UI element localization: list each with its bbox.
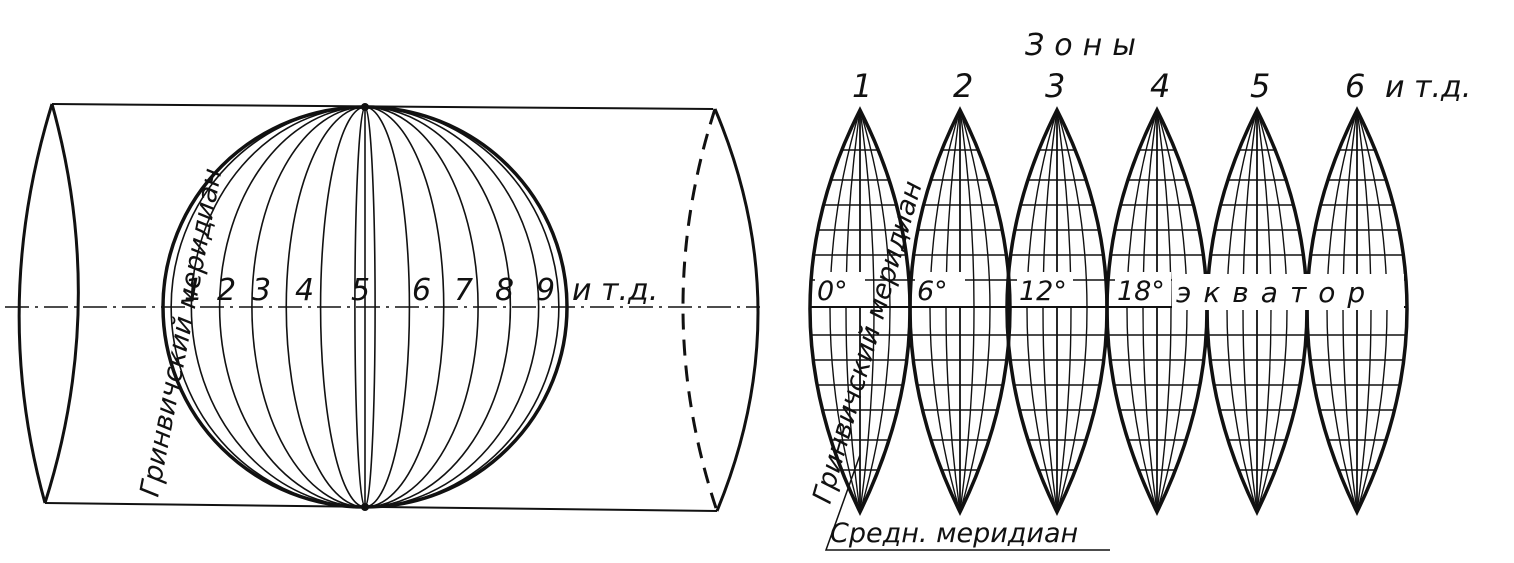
meridian-number: 4 [295,273,314,308]
globe-meridian-line [170,106,366,508]
cylinder-figure: 1 2 3 4 5 6 7 8 9 и т.д. Гринвичский мер… [5,103,760,512]
zones-etc-label: и т.д. [1385,70,1471,105]
zone-meridian-line [1156,110,1172,512]
zone-meridian-line [1056,110,1088,512]
zone-outline [1205,106,1309,516]
cylinder-right-end-hidden [681,108,719,512]
zone-meridian-line [1142,110,1158,512]
zone-meridian-line [1126,110,1158,512]
globe-meridian-line [354,106,366,508]
zone-meridian-line [859,110,891,512]
zone-meridian-line [1042,110,1058,512]
zone-meridian-line [859,110,875,512]
zone-outline [1305,106,1409,516]
zones-title: Зоны [1025,28,1146,63]
globe-meridian-line [319,106,366,508]
globe-meridian-line [218,106,366,508]
cylinder-right-end-solid [713,108,760,512]
zone-number: 2 [953,67,973,105]
greenwich-meridian-label-left: Гринвичский меридиан [134,166,228,499]
meridian-number: 1 [184,273,203,308]
zone-outline [1105,106,1209,516]
zones-figure: Зоны 1 2 3 4 5 6 и т.д. 0° 6° 12° 18° эк… [807,28,1471,551]
zone-gore [908,106,1012,516]
degree-label: 12° [1019,276,1067,307]
zone-meridian-line [945,110,961,512]
zone-gore [1105,106,1209,516]
central-meridian-leader [824,454,1110,551]
zone-grid [910,110,1010,512]
zone-gore [1005,106,1109,516]
zone-meridian-line [959,110,991,512]
degree-label: 18° [1117,276,1165,307]
globe-meridian-line [364,106,512,508]
zone-outline [908,106,1012,516]
cylinder-left-end [17,103,80,504]
zone-gore [1305,106,1409,516]
zone-meridian-line [1026,110,1058,512]
meridian-number: 6 [412,273,431,308]
zone-grid [1007,110,1107,512]
meridian-number: 7 [454,273,473,308]
zone-meridian-line [1056,110,1072,512]
zone-meridian-line [1342,110,1358,512]
globe-meridian-line [285,106,366,508]
globe-meridian-line [251,106,366,508]
globe-meridian-line [364,106,540,508]
globe-meridian-line [364,106,445,508]
globe-meridian-line [190,106,366,508]
globe-meridian-line [364,106,411,508]
globe [170,106,560,508]
zone-number: 3 [1045,67,1065,105]
zone-meridian-line [1256,110,1272,512]
zone-number: 6 [1345,67,1365,105]
zone-outline [1005,106,1109,516]
south-pole [361,503,369,511]
zone-gore [1205,106,1309,516]
globe-meridian-line [364,106,560,508]
degree-label: 6° [917,276,948,307]
north-pole [361,103,369,111]
meridian-number: 2 [217,273,236,308]
meridian-number: 3 [252,273,271,308]
zone-grid [1307,110,1407,512]
zone-number: 4 [1150,67,1170,105]
zone-number-labels: 1 2 3 4 5 6 и т.д. [852,67,1471,105]
globe-meridian-line [364,106,479,508]
zone-grid [1107,110,1207,512]
zone-meridian-line [959,110,975,512]
zone-meridian-line [845,110,861,512]
degree-label: 0° [817,276,848,307]
degree-labels: 0° 6° 12° 18° [815,272,1171,307]
globe-meridian-line [364,106,376,508]
etc-label: и т.д. [572,273,658,308]
meridian-number: 8 [495,273,514,308]
meridian-number: 5 [351,273,370,308]
meridian-number-labels: 1 2 3 4 5 6 7 8 9 и т.д. [184,273,658,308]
zone-number: 5 [1250,67,1270,105]
zone-meridian-line [1356,110,1372,512]
zone-outline [808,106,912,516]
zone-meridian-line [829,110,861,512]
zone-meridian-line [929,110,961,512]
zone-number: 1 [852,67,872,105]
meridian-number: 9 [536,273,555,308]
zone-grid [1207,110,1307,512]
equator-label: экватор [1176,276,1377,309]
central-meridian-label: Средн. меридиан [830,518,1078,549]
zone-meridian-line [1242,110,1258,512]
